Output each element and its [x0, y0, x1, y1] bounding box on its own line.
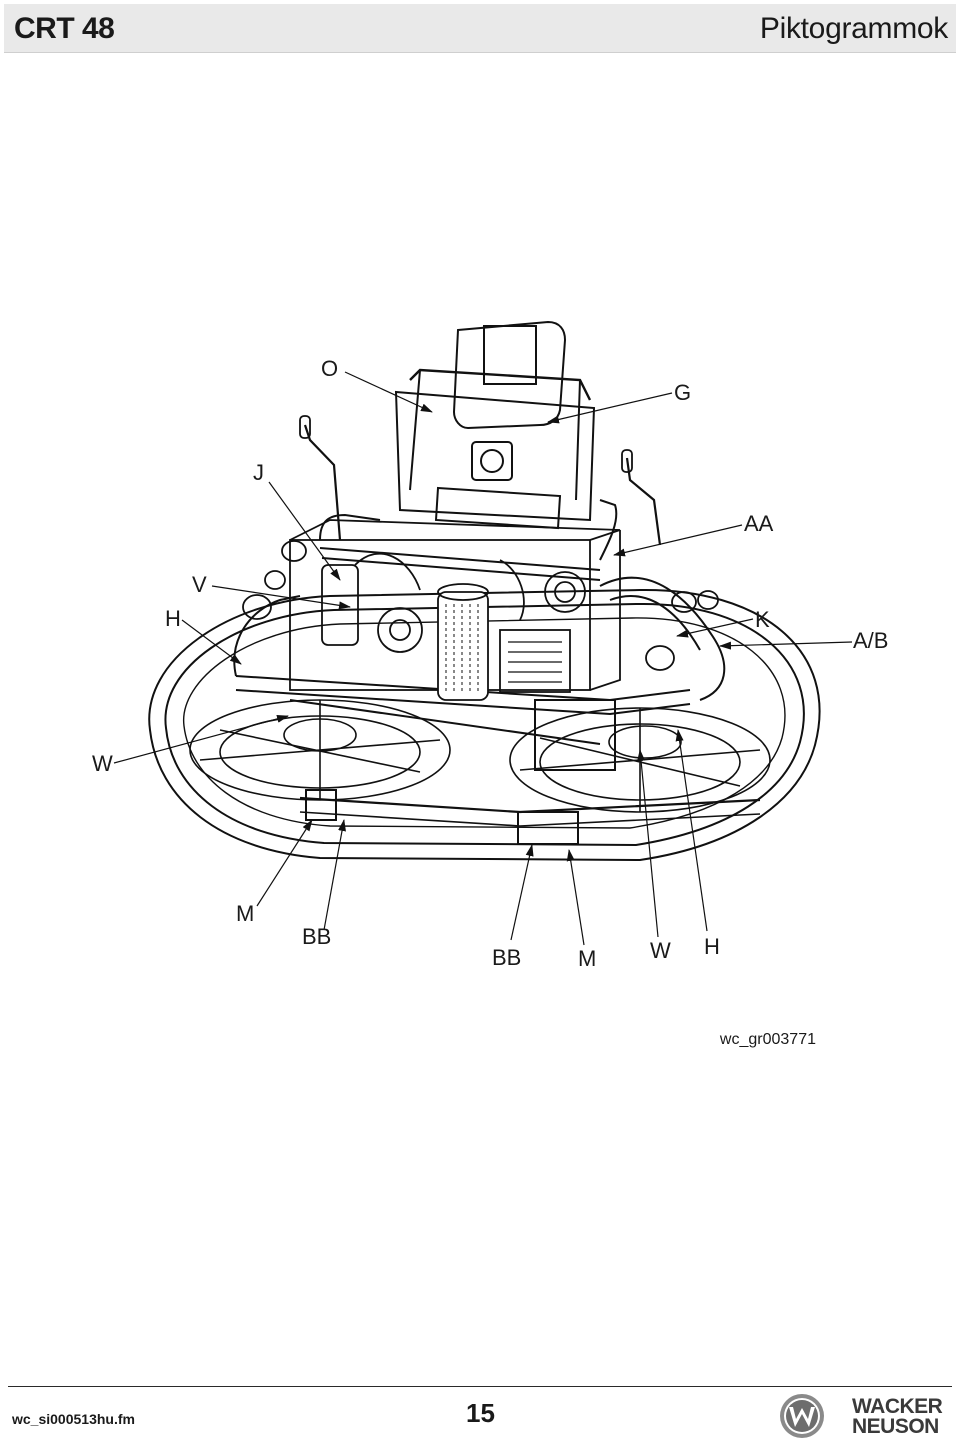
section-title: Piktogrammok — [759, 12, 948, 45]
callout-ab: A/B — [853, 628, 889, 653]
footer-filename: wc_si000513hu.fm — [12, 1411, 135, 1427]
model-title: CRT 48 — [14, 12, 115, 45]
callout-h-left: H — [165, 606, 181, 631]
figure-id: wc_gr003771 — [719, 1031, 816, 1048]
callout-j: J — [253, 460, 264, 485]
brand-wordmark-bottom: NEUSON — [852, 1415, 939, 1438]
callout-aa: AA — [744, 511, 774, 536]
callout-w-left: W — [92, 751, 113, 776]
trowel-frame — [148, 588, 821, 862]
brand-logo: WACKER NEUSON — [778, 1392, 954, 1440]
lights-and-handles — [242, 415, 719, 671]
chassis — [233, 576, 726, 771]
callout-h-right: H — [704, 934, 720, 959]
callout-bb-left: BB — [302, 924, 332, 949]
engine-block — [289, 519, 621, 701]
callout-g: G — [674, 380, 692, 405]
callout-w-right: W — [650, 938, 671, 963]
page-header: CRT 48 Piktogrammok — [4, 4, 956, 53]
seat-and-rollbar — [319, 320, 618, 581]
callout-o: O — [321, 356, 339, 381]
wacker-neuson-logo-icon — [780, 1394, 824, 1438]
callout-m-left: M — [236, 901, 255, 926]
page-number: 15 — [466, 1398, 495, 1428]
callout-m-right: M — [578, 946, 597, 971]
rotor-assemblies — [189, 699, 771, 813]
leader-lines — [113, 371, 853, 946]
footer-divider — [8, 1386, 952, 1387]
callout-k: K — [755, 607, 770, 632]
callout-bb-right: BB — [492, 945, 522, 970]
callout-v: V — [192, 572, 207, 597]
brand-wordmark-top: WACKER — [852, 1395, 943, 1418]
